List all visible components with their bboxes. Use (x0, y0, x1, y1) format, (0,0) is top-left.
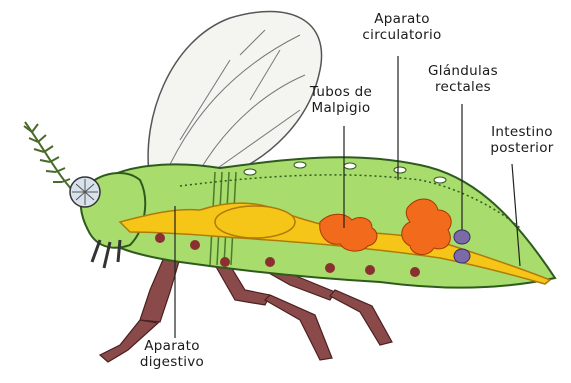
label-line: digestivo (130, 354, 214, 370)
label-intestino-posterior: Intestino posterior (478, 124, 566, 156)
label-aparato-circulatorio: Aparato circulatorio (352, 11, 452, 43)
label-line: Aparato (352, 11, 452, 27)
label-line: posterior (478, 140, 566, 156)
label-line: circulatorio (352, 27, 452, 43)
label-line: Tubos de (302, 84, 380, 100)
label-line: Intestino (478, 124, 566, 140)
label-line: rectales (422, 79, 504, 95)
label-line: Aparato (130, 338, 214, 354)
label-tubos-malpigio: Tubos de Malpigio (302, 84, 380, 116)
label-line: Glándulas (422, 63, 504, 79)
label-line: Malpigio (302, 100, 380, 116)
label-aparato-digestivo: Aparato digestivo (130, 338, 214, 370)
label-glandulas-rectales: Glándulas rectales (422, 63, 504, 95)
wing (148, 11, 321, 180)
